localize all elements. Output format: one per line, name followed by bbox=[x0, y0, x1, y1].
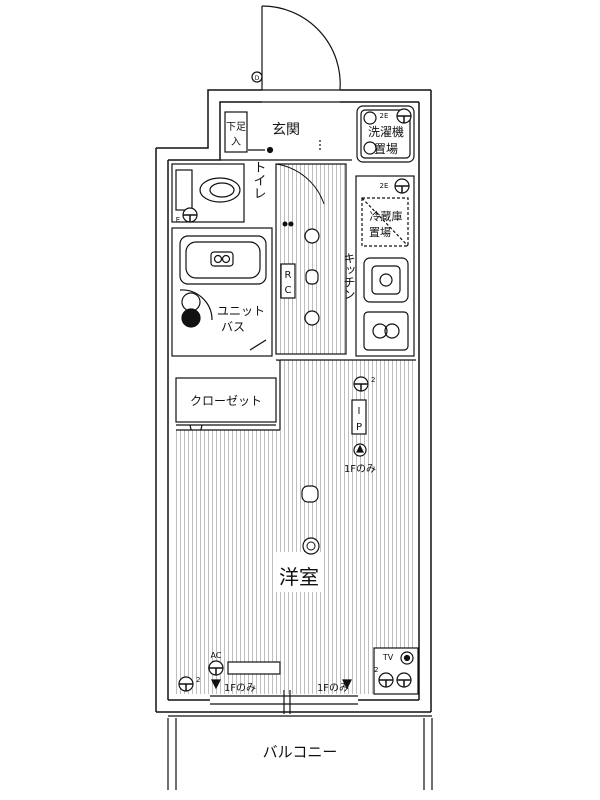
door-fixture-d-icon bbox=[251, 71, 263, 83]
ac-label: AC bbox=[211, 651, 222, 660]
western-room bbox=[176, 359, 416, 694]
ac-unit bbox=[227, 661, 281, 675]
tv-label: TV bbox=[382, 653, 394, 662]
corridor bbox=[275, 163, 347, 355]
laundry-label-1: 洗濯機 bbox=[368, 124, 404, 139]
unit-bath-label-2: バス bbox=[221, 320, 245, 334]
rc-label-c: C bbox=[285, 285, 292, 296]
light-icon bbox=[304, 228, 320, 244]
note-1f-c: 1Fのみ bbox=[317, 683, 349, 694]
outlet-2e-label-a: 2E bbox=[380, 112, 389, 120]
ac-outlet bbox=[178, 660, 352, 692]
kitchen-label: キッチン bbox=[342, 252, 356, 300]
entrance-door bbox=[251, 5, 341, 103]
fridge-label-2: 置場 bbox=[369, 226, 391, 239]
shoebox-label-1: 下足 bbox=[226, 121, 246, 133]
laundry-area bbox=[356, 105, 415, 163]
western-room-label: 洋室 bbox=[279, 565, 319, 589]
sink-icon bbox=[181, 292, 201, 312]
tv-outlet-panel bbox=[373, 647, 419, 695]
outer-walls bbox=[155, 89, 432, 713]
light-icon-2 bbox=[304, 310, 320, 326]
sink bbox=[363, 257, 409, 303]
toilet-room bbox=[171, 163, 245, 223]
ip-panel bbox=[351, 376, 369, 457]
outlet-e-label: E bbox=[176, 216, 180, 224]
laundry-label-2: 置場 bbox=[374, 142, 398, 156]
shoebox-label-2: 入 bbox=[231, 137, 241, 148]
ceiling-light-icon bbox=[302, 537, 320, 555]
closet-label: クローゼット bbox=[190, 394, 262, 408]
kitchen bbox=[355, 175, 415, 357]
genkan-partitions bbox=[220, 140, 352, 161]
outlet-2e-label-b: 2E bbox=[380, 182, 389, 190]
rc-panel bbox=[280, 263, 296, 299]
balcony bbox=[167, 715, 433, 790]
sash-window bbox=[210, 690, 358, 714]
ip-label-p: P bbox=[356, 422, 362, 433]
fridge-space bbox=[361, 197, 409, 247]
drain-icon bbox=[363, 111, 377, 125]
note-1f-b: 1Fのみ bbox=[224, 683, 256, 694]
stove bbox=[363, 311, 409, 351]
drain-icon-2 bbox=[363, 141, 377, 155]
toilet-label: トイレ bbox=[251, 161, 266, 200]
door-fixture-d-label: D bbox=[255, 75, 260, 82]
outlet-2-label-b: 2 bbox=[196, 676, 200, 684]
note-1f-a: 1Fのみ bbox=[344, 464, 376, 475]
balcony-label: バルコニー bbox=[263, 743, 338, 761]
bathtub bbox=[179, 235, 267, 285]
rc-label-r: R bbox=[285, 270, 292, 281]
unit-bath-label-1: ユニット bbox=[217, 304, 265, 318]
toilet-icon bbox=[199, 177, 241, 203]
genkan-label: 玄関 bbox=[272, 121, 300, 138]
bath-drain-icon bbox=[210, 251, 234, 267]
ip-label-i: I bbox=[358, 406, 361, 417]
shoe-box bbox=[224, 111, 248, 153]
fridge-label-1: 冷蔵庫 bbox=[370, 209, 403, 223]
outlet-2-label-c: 2 bbox=[374, 666, 378, 674]
outlet-2-label-a: 2 bbox=[371, 376, 375, 384]
unit-bath bbox=[171, 227, 273, 357]
